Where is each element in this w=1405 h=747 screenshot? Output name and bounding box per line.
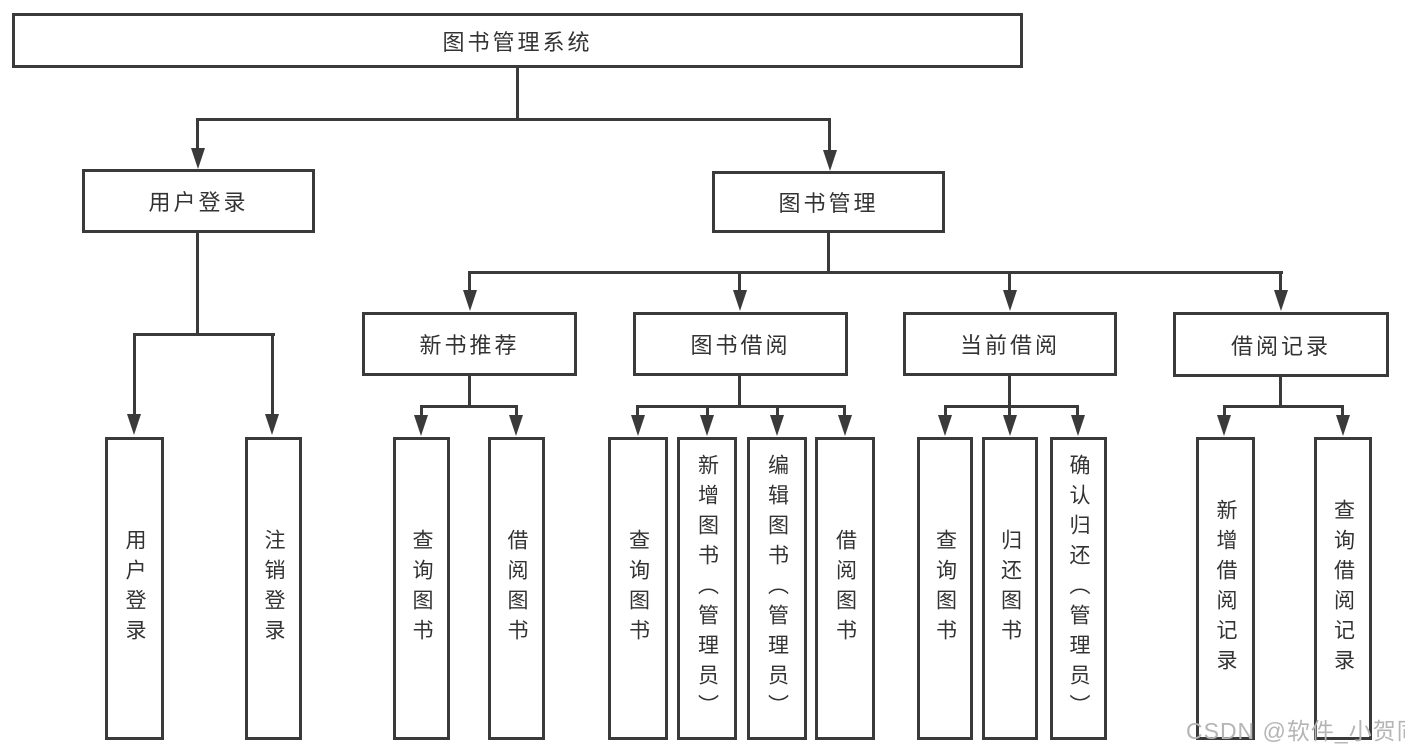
leaf-query-books-current: 查询图书 <box>917 437 973 740</box>
leaf-add-book-admin: 新增图书（管理员） <box>677 437 737 740</box>
leaf-return-books: 归还图书 <box>982 437 1038 740</box>
connector-branch-line <box>828 118 831 152</box>
leaf-label: 借阅图书 <box>833 528 857 649</box>
arrow-down-icon <box>631 415 645 436</box>
node-label: 当前借阅 <box>959 333 1060 358</box>
arrow-down-icon <box>265 414 279 435</box>
leaf-edit-book-admin: 编辑图书（管理员） <box>747 437 807 740</box>
leaf-label: 确认归还（管理员） <box>1067 453 1090 724</box>
connector-branch-line <box>1076 405 1079 419</box>
connector-user-login-stem <box>196 233 199 336</box>
arrow-down-icon <box>414 415 428 436</box>
connector-borrowing-bar <box>636 405 846 408</box>
arrow-down-icon <box>938 415 952 436</box>
connector-branch-line <box>944 405 947 419</box>
connector-branch-line <box>636 405 639 419</box>
arrow-down-icon <box>1336 415 1350 436</box>
arrow-down-icon <box>1274 290 1288 311</box>
connector-recommendation-bar <box>420 405 518 408</box>
arrow-down-icon <box>770 415 784 436</box>
arrow-down-icon <box>127 414 141 435</box>
leaf-label: 查询借阅记录 <box>1331 498 1355 679</box>
leaf-label: 注销登录 <box>262 528 285 649</box>
connector-root-bar <box>197 118 831 121</box>
arrow-down-icon <box>463 290 477 311</box>
connector-branch-line <box>843 405 846 419</box>
leaf-confirm-return-admin: 确认归还（管理员） <box>1050 437 1107 740</box>
arrow-down-icon <box>1003 290 1017 311</box>
node-label: 新书推荐 <box>419 333 520 358</box>
connector-branch-line <box>133 333 136 417</box>
connector-user-login-bar <box>133 333 275 336</box>
leaf-user-login: 用户登录 <box>105 437 164 740</box>
leaf-label: 新增图书（管理员） <box>695 453 719 724</box>
connector-branch-line <box>1223 405 1226 419</box>
node-label: 借阅记录 <box>1230 333 1331 359</box>
leaf-label: 归还图书 <box>998 528 1022 649</box>
connector-records-bar <box>1223 405 1344 408</box>
node-label: 图书管理系统 <box>442 29 593 55</box>
arrow-down-icon <box>1071 415 1085 436</box>
node-borrowing-records: 借阅记录 <box>1173 312 1389 377</box>
leaf-add-borrow-record: 新增借阅记录 <box>1196 437 1255 740</box>
leaf-query-borrow-record: 查询借阅记录 <box>1314 437 1372 740</box>
leaf-label: 编辑图书（管理员） <box>765 453 789 724</box>
connector-branch-line <box>706 405 709 419</box>
connector-branch-line <box>1008 405 1011 419</box>
connector-branch-line <box>468 271 471 293</box>
connector-book-management-stem <box>827 233 830 274</box>
connector-branch-line <box>420 405 423 419</box>
arrow-down-icon <box>509 415 523 436</box>
leaf-label: 借阅图书 <box>505 528 528 649</box>
connector-branch-line <box>271 333 274 417</box>
node-new-book-recommendation: 新书推荐 <box>362 312 577 376</box>
leaf-borrow-books-recommend: 借阅图书 <box>488 437 545 740</box>
leaf-query-books-borrowing: 查询图书 <box>608 437 668 740</box>
leaf-label: 新增借阅记录 <box>1214 498 1237 679</box>
node-book-borrowing: 图书借阅 <box>633 312 848 376</box>
node-library-management-system: 图书管理系统 <box>12 13 1023 68</box>
connector-branch-line <box>1341 405 1344 419</box>
arrow-down-icon <box>1003 415 1017 436</box>
connector-branch-line <box>738 271 741 293</box>
leaf-query-books-recommend: 查询图书 <box>393 437 450 740</box>
arrow-down-icon <box>1217 415 1231 436</box>
connector-recommendation-stem <box>468 376 471 408</box>
connector-current-bar <box>944 405 1079 408</box>
arrow-down-icon <box>823 150 837 171</box>
watermark: CSDN @软件_小贺同学 <box>1186 718 1405 744</box>
arrow-down-icon <box>191 148 205 169</box>
node-book-management: 图书管理 <box>712 171 945 233</box>
connector-current-stem <box>1008 376 1011 408</box>
leaf-label: 查询图书 <box>626 528 650 649</box>
arrow-down-icon <box>700 415 714 436</box>
node-label: 图书借阅 <box>690 333 791 358</box>
connector-book-management-bar <box>469 271 1283 274</box>
connector-branch-line <box>196 118 199 150</box>
connector-borrowing-stem <box>738 376 741 408</box>
connector-branch-line <box>1279 271 1282 293</box>
node-label: 用户登录 <box>148 190 249 215</box>
leaf-label: 查询图书 <box>933 528 957 649</box>
arrow-down-icon <box>838 415 852 436</box>
leaf-borrow-books-borrowing: 借阅图书 <box>815 437 875 740</box>
node-user-login: 用户登录 <box>82 169 315 233</box>
leaf-label: 用户登录 <box>123 528 146 649</box>
arrow-down-icon <box>733 290 747 311</box>
connector-branch-line <box>1008 271 1011 293</box>
connector-branch-line <box>515 405 518 419</box>
leaf-logout: 注销登录 <box>245 437 302 740</box>
connector-records-stem <box>1279 377 1282 408</box>
connector-branch-line <box>776 405 779 419</box>
leaf-label: 查询图书 <box>410 528 433 649</box>
node-current-borrowing: 当前借阅 <box>903 312 1117 376</box>
node-label: 图书管理 <box>778 191 879 216</box>
connector-root-stem <box>516 66 519 118</box>
